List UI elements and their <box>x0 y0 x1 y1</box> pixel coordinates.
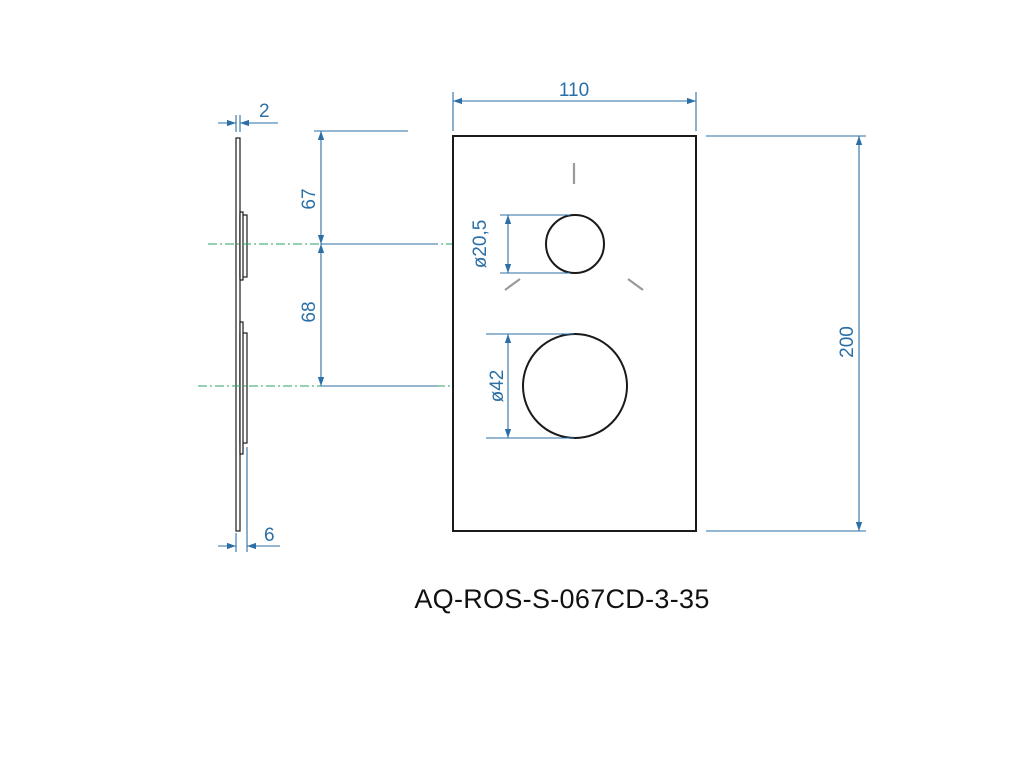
side-boss-upper-step <box>239 211 244 281</box>
large-diameter-label: ø42 <box>487 370 508 403</box>
center-spacing-label: 68 <box>299 301 320 322</box>
indicator-ticks <box>504 163 644 291</box>
indicator-tick-left <box>504 278 521 291</box>
center-spacing-dimensions: 67 68 <box>299 130 438 387</box>
small-diameter-dimension: ø20,5 <box>470 214 570 274</box>
thickness-dimension: 2 <box>218 101 278 132</box>
height-dimension: 200 <box>706 135 866 532</box>
part-code: AQ-ROS-S-067CD-3-35 <box>414 584 709 614</box>
top-to-small-center-label: 67 <box>299 188 320 209</box>
thickness-label: 2 <box>259 101 270 122</box>
width-label: 110 <box>559 80 589 101</box>
depth-label: 6 <box>264 525 275 546</box>
depth-dimension: 6 <box>218 447 280 552</box>
side-plate <box>235 137 241 532</box>
small-hole <box>545 214 605 274</box>
small-diameter-label: ø20,5 <box>470 220 491 269</box>
large-hole <box>522 333 628 439</box>
side-boss-lower-step <box>239 321 244 455</box>
height-label: 200 <box>837 326 858 358</box>
indicator-tick-right <box>627 278 644 291</box>
side-profile-view <box>235 137 248 532</box>
large-diameter-dimension: ø42 <box>486 333 574 439</box>
width-dimension: 110 <box>452 80 697 131</box>
